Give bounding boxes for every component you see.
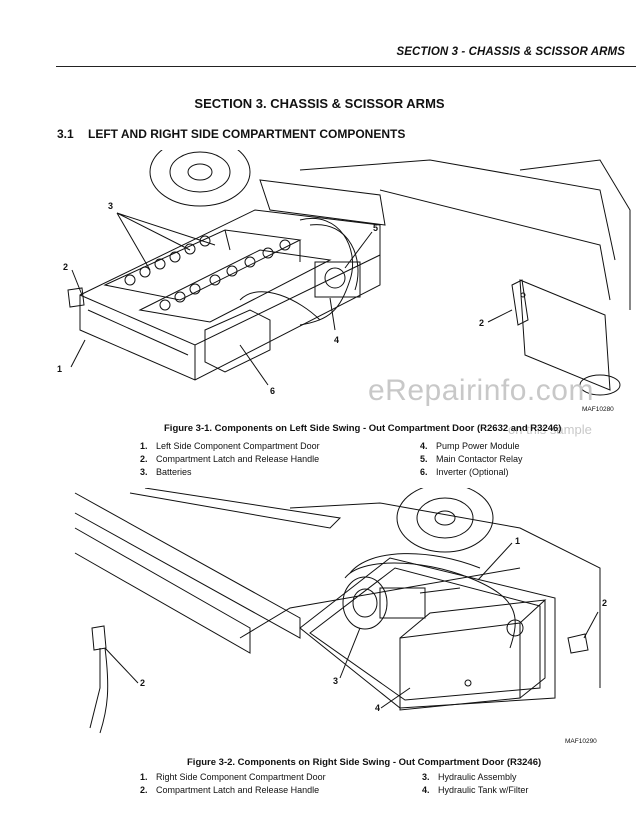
- fig1-legend-item: 6.Inverter (Optional): [420, 467, 509, 477]
- subsection-title: LEFT AND RIGHT SIDE COMPARTMENT COMPONEN…: [88, 127, 406, 141]
- running-header: SECTION 3 - CHASSIS & SCISSOR ARMS: [396, 46, 625, 58]
- figure-2-caption: Figure 3-2. Components on Right Side Swi…: [187, 757, 542, 768]
- fig2-legend-item: 3.Hydraulic Assembly: [422, 772, 517, 782]
- fig2-legend-item: 2.Compartment Latch and Release Handle: [140, 785, 320, 795]
- header-rule: [56, 66, 636, 67]
- fig1-legend-item: 3.Batteries: [140, 467, 192, 477]
- callout-3: 3: [333, 676, 339, 686]
- callout-2-left: 2: [140, 678, 146, 688]
- figure-1-caption: Figure 3-1. Components on Left Side Swin…: [164, 423, 562, 434]
- callout-3: 3: [108, 201, 114, 211]
- callout-1: 1: [57, 364, 63, 374]
- callout-4: 4: [334, 335, 340, 345]
- callout-2-right: 2: [479, 318, 485, 328]
- subsection-number: 3.1: [57, 127, 74, 141]
- fig1-legend-item: 2.Compartment Latch and Release Handle: [140, 454, 320, 464]
- figure-1-id: MAF10280: [582, 406, 614, 413]
- callout-4: 4: [375, 703, 381, 713]
- fig1-legend-item: 1.Left Side Component Compartment Door: [140, 441, 320, 451]
- callout-1: 1: [515, 536, 521, 546]
- watermark-text: eRepairinfo.com: [368, 374, 594, 407]
- fig2-legend-item: 1.Right Side Component Compartment Door: [140, 772, 326, 782]
- callout-5: 5: [373, 223, 379, 233]
- section-title: SECTION 3. CHASSIS & SCISSOR ARMS: [194, 96, 445, 111]
- figure-3-2-illustration: [74, 488, 601, 734]
- fig1-legend-item: 4.Pump Power Module: [420, 441, 520, 451]
- fig1-legend-item: 5.Main Contactor Relay: [420, 454, 523, 464]
- callout-2-left: 2: [63, 262, 69, 272]
- figure-2-id: MAF10290: [565, 738, 597, 745]
- figure-3-1-illustration: [67, 150, 631, 396]
- fig2-legend-item: 4.Hydraulic Tank w/Filter: [422, 785, 529, 795]
- callout-2-right: 2: [602, 598, 608, 608]
- callout-6: 6: [270, 386, 276, 396]
- watermark-subtext: on this sample: [508, 422, 592, 437]
